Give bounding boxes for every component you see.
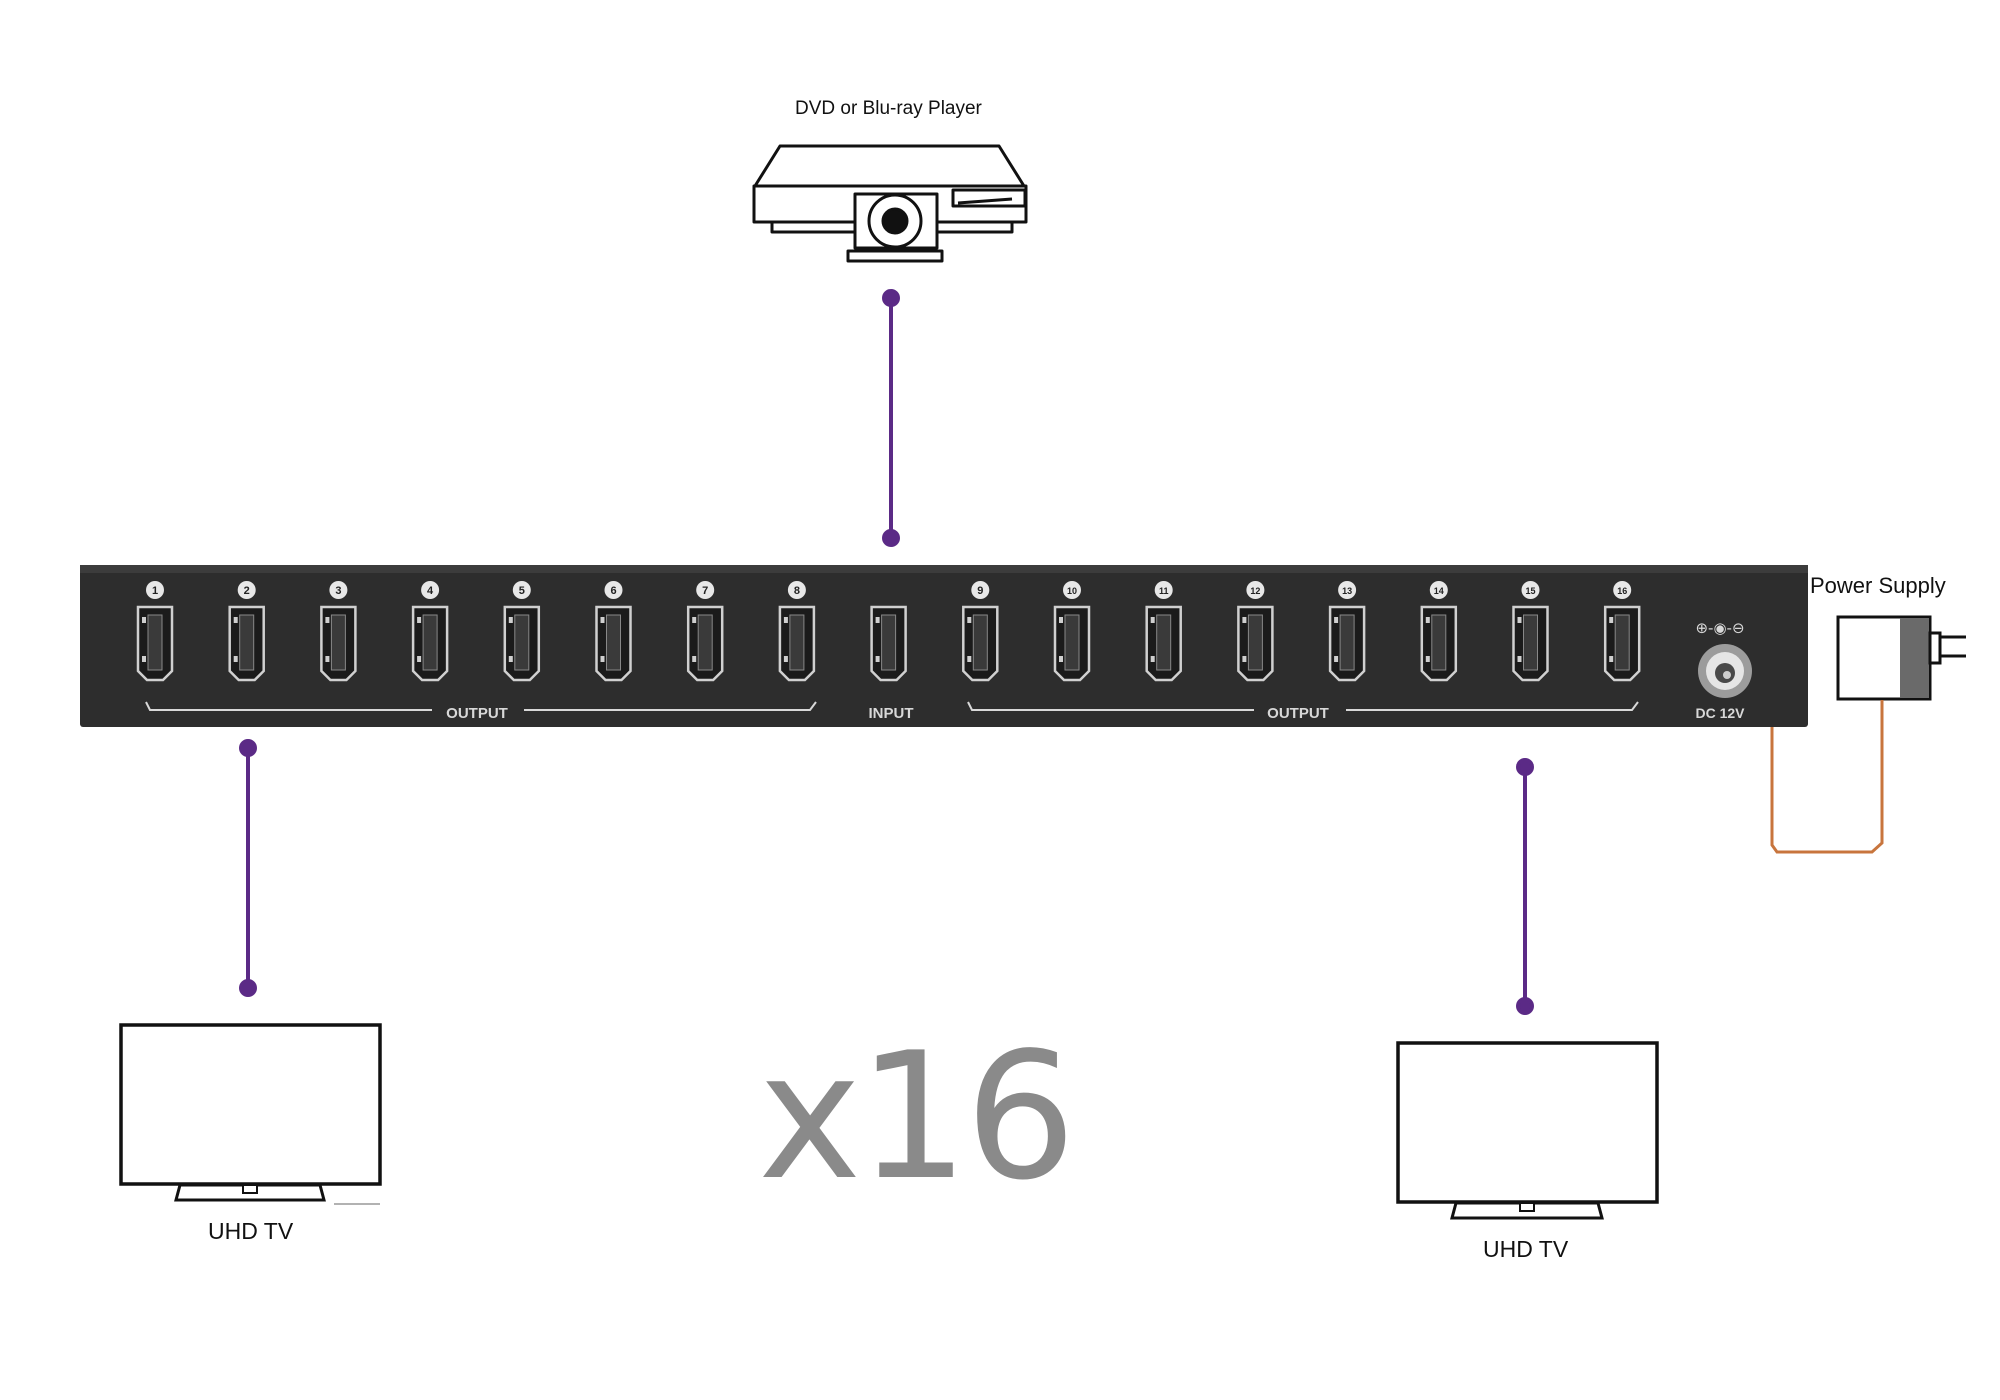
hdmi-output-port [136,605,174,682]
hdmi-cables [239,289,1534,1015]
port-number: 14 [1434,586,1444,596]
hdmi-output-port [1145,605,1182,682]
port-number-badge [1154,581,1173,599]
input-label: INPUT [869,705,914,722]
port-number-badge [1429,581,1448,599]
dvd-player-icon [752,144,1028,263]
port-number-badge [696,581,715,599]
hdmi-output-port [1053,605,1091,682]
port-number-badge [604,581,623,599]
port-number-badge [971,581,990,599]
tv-icon [119,1023,382,1205]
power-supply-label: Power Supply [1810,573,1946,598]
hdmi-output-port [1328,605,1366,682]
hdmi-output-port [228,605,265,682]
port-number-badge [146,581,164,599]
display-label-right: UHD TV [1483,1236,1569,1262]
power-adapter-icon [1836,615,1966,701]
port-number: 10 [1067,586,1077,596]
port-number: 9 [977,585,983,597]
dc-jack-icon [1698,644,1752,698]
output-left-label: OUTPUT [446,705,508,722]
port-number-badge [237,581,256,599]
output-multiplier: x16 [758,1016,1076,1219]
hdmi-output-port [503,605,541,682]
hdmi-output-port [320,605,357,682]
port-number: 3 [335,585,341,597]
port-number: 5 [519,585,525,597]
port-number: 4 [427,585,434,597]
port-number: 2 [244,585,250,597]
port-number-badge [512,581,531,599]
port-number-badge [1063,581,1081,599]
source-device-label: DVD or Blu-ray Player [795,98,982,119]
hdmi-input-port [870,605,907,682]
port-number: 15 [1525,586,1535,596]
port-number-badge [329,581,348,599]
port-number-badge [787,581,806,599]
output-right-label: OUTPUT [1267,705,1329,722]
port-number-badge [1613,581,1632,599]
port-number: 11 [1159,586,1169,596]
port-number-badge [1521,581,1540,599]
power-cable [1770,700,1884,854]
port-number-badge [1246,581,1265,599]
display-label-left: UHD TV [208,1218,294,1244]
polarity-symbol: ⊕-◉-⊖ [1695,619,1744,637]
port-number: 1 [152,585,158,597]
port-number: 12 [1250,586,1260,596]
port-number-badge [421,581,440,599]
hdmi-output-port [1237,605,1274,682]
hdmi-output-port [1512,605,1549,682]
port-number: 7 [702,585,708,597]
hdmi-output-port [411,605,449,682]
hdmi-output-port [1420,605,1458,682]
port-number: 16 [1617,586,1627,596]
hdmi-output-port [1603,605,1641,682]
hdmi-output-port [595,605,632,682]
port-number-badge [1338,581,1357,599]
port-number: 8 [794,585,800,597]
port-number: 6 [610,585,616,597]
dc-label: DC 12V [1695,705,1745,721]
tv-icon [1396,1041,1659,1220]
port-number: 13 [1342,586,1352,596]
hdmi-output-port [778,605,816,682]
hdmi-output-port [686,605,724,682]
hdmi-output-port [962,605,999,682]
